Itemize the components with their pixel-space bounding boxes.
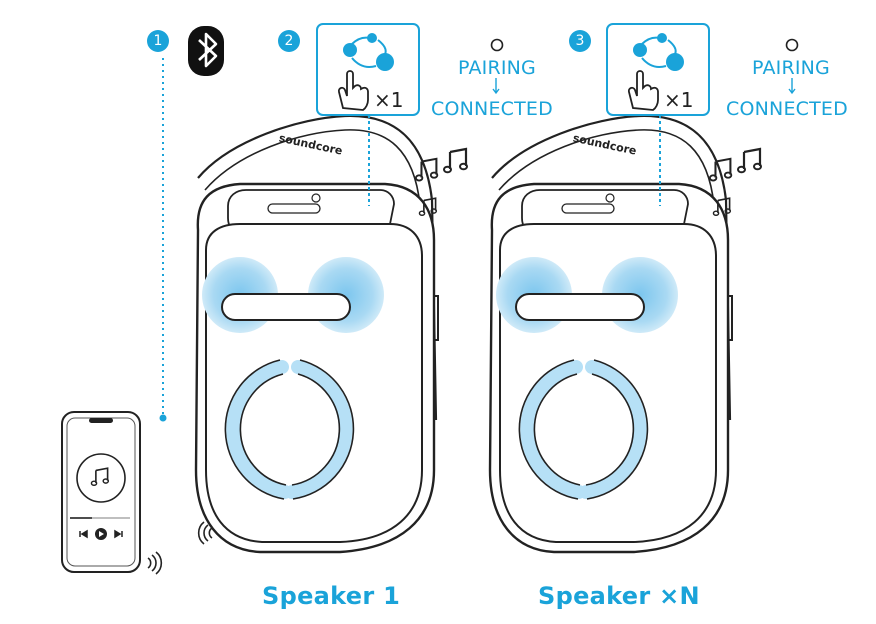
pairing-status: PAIRING bbox=[752, 57, 830, 79]
press-count: ×1 bbox=[664, 88, 694, 112]
step-2-badge: 2 bbox=[278, 30, 300, 52]
hand-press-icon bbox=[627, 70, 659, 111]
brand-logo: soundcore bbox=[572, 132, 638, 158]
speaker-1-label: Speaker 1 bbox=[262, 582, 401, 610]
step-1-badge: 1 bbox=[147, 30, 169, 52]
press-count: ×1 bbox=[374, 88, 404, 112]
step-2-group bbox=[316, 23, 504, 206]
music-notes-icon bbox=[414, 147, 469, 217]
status-led-icon bbox=[490, 38, 504, 52]
hand-press-icon bbox=[337, 70, 369, 111]
down-arrow-icon bbox=[492, 78, 500, 95]
play-button-icon bbox=[79, 528, 123, 540]
step-1-group bbox=[159, 26, 224, 422]
party-link-icon bbox=[633, 33, 684, 71]
connector-dot bbox=[159, 414, 167, 422]
speaker-1 bbox=[196, 116, 469, 552]
connected-status: CONNECTED bbox=[431, 98, 553, 120]
brand-logo: soundcore bbox=[278, 132, 344, 158]
bluetooth-icon bbox=[188, 26, 224, 76]
step-3-badge: 3 bbox=[569, 30, 591, 52]
speaker-signal-waves-icon bbox=[197, 521, 213, 545]
step-3-group bbox=[606, 23, 799, 206]
connected-status: CONNECTED bbox=[726, 98, 848, 120]
phone-signal-waves-icon bbox=[147, 551, 163, 575]
pairing-status: PAIRING bbox=[458, 57, 536, 79]
speaker-n bbox=[490, 116, 763, 552]
smartphone bbox=[61, 411, 163, 575]
status-led-icon bbox=[785, 38, 799, 52]
party-link-icon bbox=[343, 33, 394, 71]
music-notes-icon bbox=[708, 147, 763, 217]
speaker-n-label: Speaker ×N bbox=[538, 582, 700, 610]
down-arrow-icon bbox=[788, 78, 796, 95]
